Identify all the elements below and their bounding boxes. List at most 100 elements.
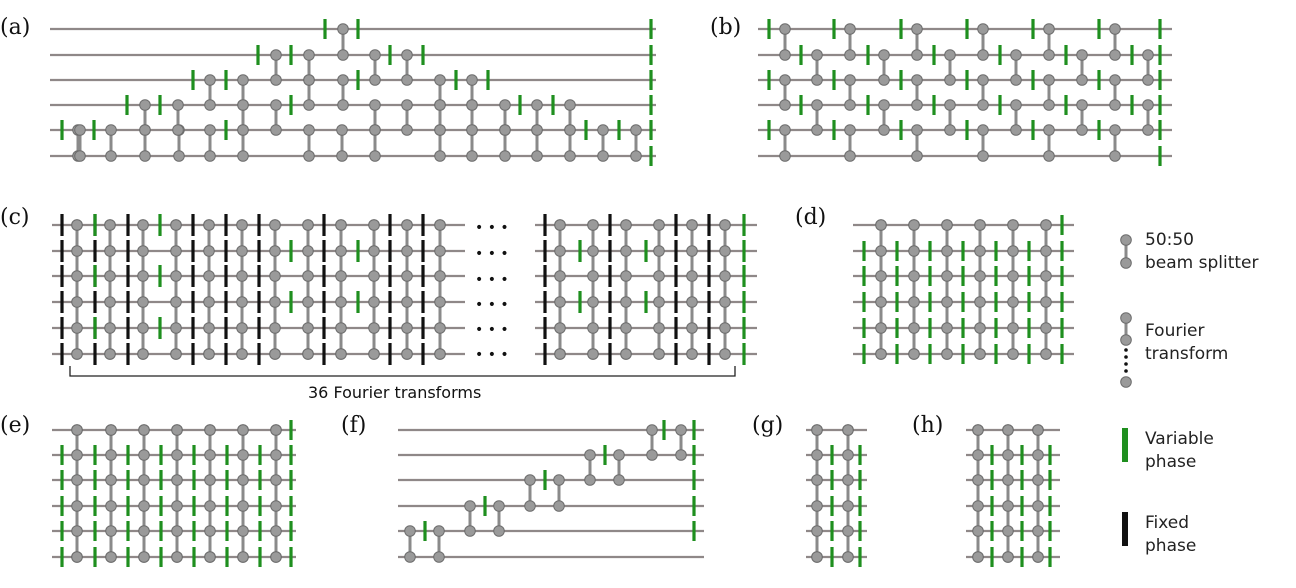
beam-splitter-node: [974, 296, 986, 308]
beam-splitter-node: [434, 124, 446, 136]
variable-phase-shifter: [928, 344, 932, 364]
beam-splitter-node: [71, 219, 83, 231]
variable-phase-shifter: [649, 146, 653, 166]
beam-splitter-node: [466, 124, 478, 136]
beam-splitter-node: [686, 348, 698, 360]
fixed-phase-shifter: [608, 240, 612, 262]
variable-phase-shifter: [543, 470, 547, 490]
beam-splitter-node: [977, 49, 989, 61]
beam-splitter-node: [811, 49, 823, 61]
beam-splitter-node: [630, 150, 642, 162]
variable-phase-shifter: [258, 445, 262, 465]
beam-splitter-node: [620, 270, 632, 282]
variable-phase-shifter: [1048, 496, 1052, 516]
beam-splitter-node: [1043, 150, 1055, 162]
beam-splitter-node: [71, 296, 83, 308]
variable-phase-shifter: [1048, 445, 1052, 465]
beam-splitter-node: [1120, 376, 1132, 388]
beam-splitter-node: [1109, 124, 1121, 136]
beam-splitter-node: [138, 525, 150, 537]
variable-phase-shifter: [159, 470, 163, 490]
beam-splitter-node: [302, 245, 314, 257]
beam-splitter-node: [1007, 322, 1019, 334]
beam-splitter-node: [171, 551, 183, 563]
fixed-phase-shifter: [257, 343, 261, 365]
variable-phase-shifter: [994, 241, 998, 261]
beam-splitter-node: [71, 424, 83, 436]
variable-phase-shifter: [644, 291, 648, 313]
beam-splitter-node: [269, 219, 281, 231]
beam-splitter-node: [204, 99, 216, 111]
beam-splitter-node: [269, 270, 281, 282]
fixed-phase-shifter: [608, 317, 612, 339]
beam-splitter-node: [972, 474, 984, 486]
fixed-phase-shifter: [674, 265, 678, 287]
beam-splitter-node: [170, 322, 182, 334]
legend-variable-phase-icon: [1122, 428, 1128, 462]
beam-splitter-node: [466, 74, 478, 86]
variable-phase-shifter: [832, 19, 836, 39]
variable-phase-shifter: [1097, 70, 1101, 90]
beam-splitter-node: [779, 23, 791, 35]
fixed-phase-shifter: [421, 240, 425, 262]
beam-splitter-node: [613, 449, 625, 461]
beam-splitter-node: [138, 474, 150, 486]
beam-splitter-node: [911, 23, 923, 35]
beam-splitter-node: [1002, 449, 1014, 461]
variable-phase-shifter: [126, 445, 130, 465]
beam-splitter-node: [686, 270, 698, 282]
variable-phase-shifter: [225, 521, 229, 541]
beam-splitter-node: [646, 449, 658, 461]
variable-phase-shifter: [866, 95, 870, 115]
variable-phase-shifter: [832, 120, 836, 140]
variable-phase-shifter: [990, 547, 994, 567]
beam-splitter-node: [1032, 474, 1044, 486]
fixed-phase-shifter: [224, 240, 228, 262]
fixed-phase-shifter: [126, 240, 130, 262]
variable-phase-shifter: [649, 70, 653, 90]
beam-splitter-node: [71, 245, 83, 257]
variable-phase-shifter: [126, 496, 130, 516]
beam-splitter-node: [911, 124, 923, 136]
variable-phase-shifter: [289, 470, 293, 490]
beam-splitter-node: [464, 525, 476, 537]
beam-splitter-node: [170, 245, 182, 257]
legend-bs-line1: 50:50: [1145, 230, 1194, 250]
beam-splitter-node: [139, 99, 151, 111]
variable-phase-shifter: [799, 45, 803, 65]
beam-splitter-node: [335, 296, 347, 308]
beam-splitter-node: [269, 245, 281, 257]
variable-phase-shifter: [742, 317, 746, 339]
variable-phase-shifter: [1130, 95, 1134, 115]
fixed-phase-shifter: [608, 214, 612, 236]
variable-phase-shifter: [830, 445, 834, 465]
beam-splitter-node: [270, 474, 282, 486]
variable-phase-shifter: [159, 521, 163, 541]
beam-splitter-node: [171, 474, 183, 486]
beam-splitter-node: [597, 150, 609, 162]
beam-splitter-node: [1002, 474, 1014, 486]
fixed-phase-shifter: [674, 291, 678, 313]
fixed-phase-shifter: [191, 240, 195, 262]
beam-splitter-node: [944, 124, 956, 136]
variable-phase-shifter: [1027, 241, 1031, 261]
beam-splitter-node: [842, 449, 854, 461]
legend-fourier-dot: [1124, 362, 1128, 366]
beam-splitter-node: [203, 245, 215, 257]
variable-phase-shifter: [742, 291, 746, 313]
variable-phase-shifter: [866, 45, 870, 65]
variable-phase-shifter: [92, 120, 96, 140]
beam-splitter-node: [587, 348, 599, 360]
beam-splitter-node: [944, 74, 956, 86]
beam-splitter-node: [587, 219, 599, 231]
fixed-phase-shifter: [224, 265, 228, 287]
beam-splitter-node: [911, 99, 923, 111]
panel-label-c: (c): [0, 205, 30, 230]
beam-splitter-node: [1040, 270, 1052, 282]
beam-splitter-node: [941, 348, 953, 360]
beam-splitter-node: [1076, 99, 1088, 111]
variable-phase-shifter: [159, 496, 163, 516]
variable-phase-shifter: [1027, 266, 1031, 286]
panel-label-h: (h): [912, 413, 943, 438]
beam-splitter-node: [138, 500, 150, 512]
